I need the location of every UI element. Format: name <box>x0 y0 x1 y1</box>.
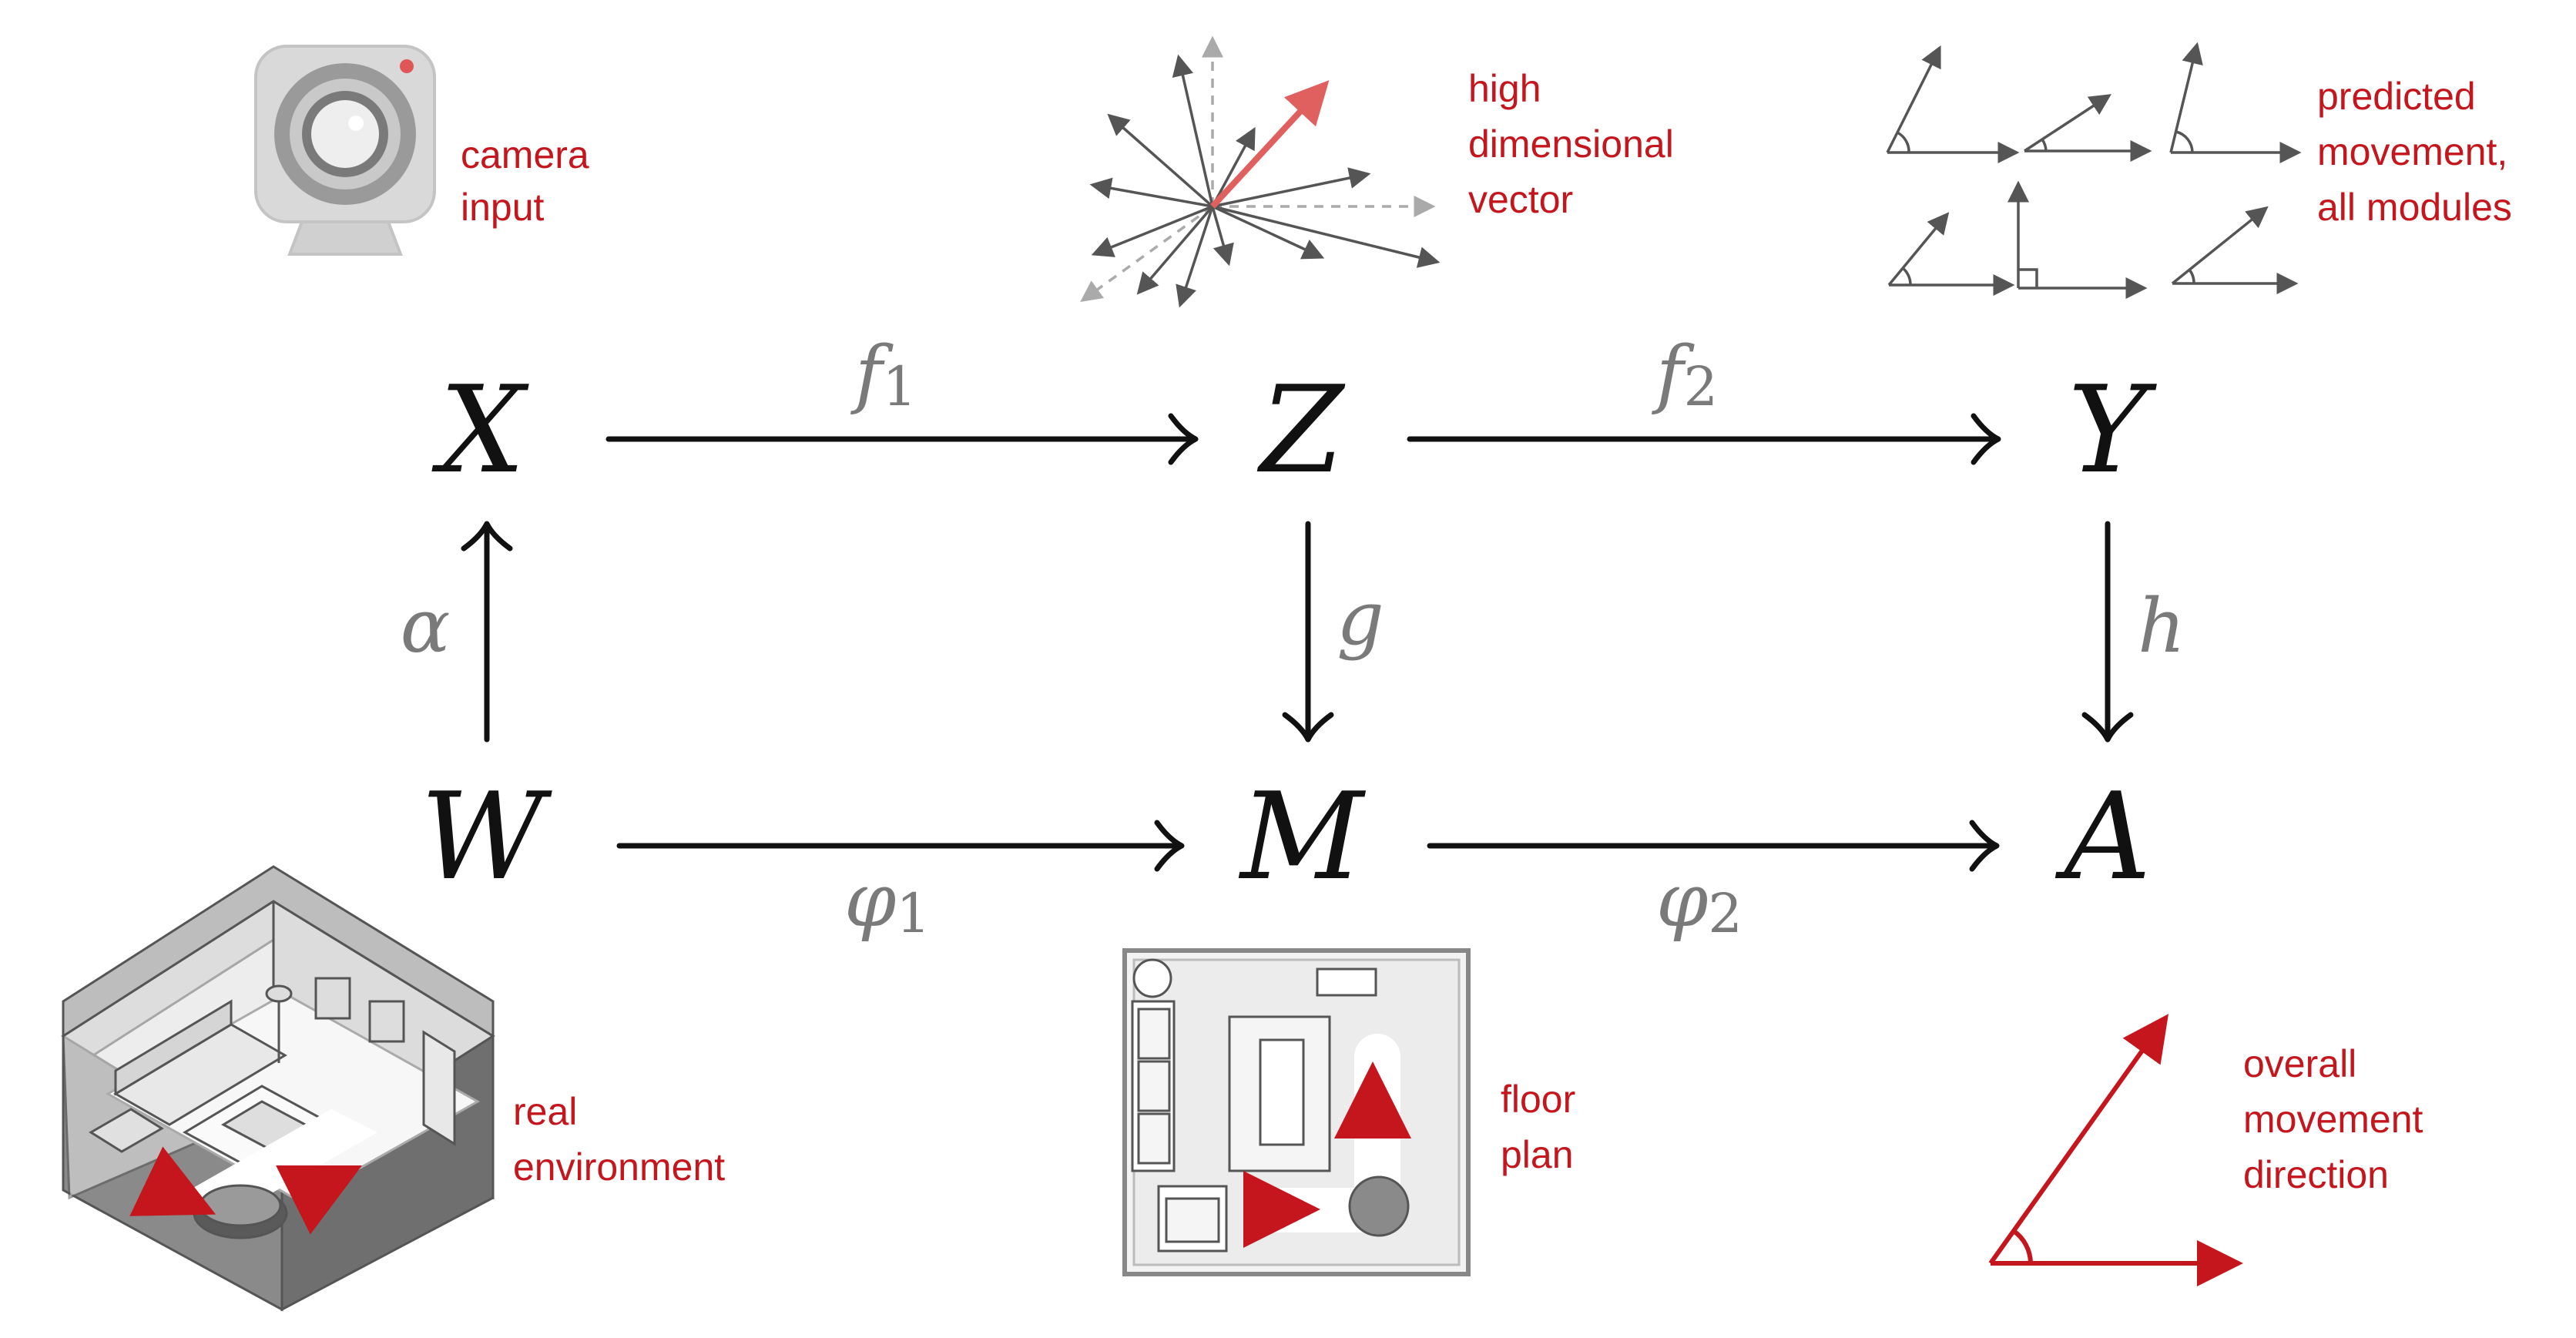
node-Y: Y <box>2068 360 2158 500</box>
real-env-caption: real environment <box>513 1090 725 1189</box>
node-X: X <box>431 360 529 500</box>
label-f2: f2 <box>1652 330 1718 418</box>
predicted-caption: predicted movement, all modules <box>2317 75 2518 229</box>
arrow-f1 <box>605 413 1199 465</box>
label-phi2: φ2 <box>1656 857 1742 945</box>
label-h: h <box>2138 583 2185 669</box>
angle-icons <box>1886 42 2302 299</box>
floor-plan-caption: floor plan <box>1501 1078 1586 1176</box>
label-g: g <box>1337 575 1384 662</box>
camera-caption: camera input <box>461 133 600 229</box>
node-M: M <box>1238 766 1366 907</box>
arrow-h <box>2081 521 2134 743</box>
arrow-f2 <box>1407 413 2001 465</box>
floor-plan-illustration <box>1122 948 1471 1276</box>
overall-caption: overall movement direction <box>2243 1042 2433 1196</box>
overall-direction-icon <box>1988 1014 2243 1286</box>
label-phi1: φ1 <box>844 857 931 945</box>
arrow-phi2 <box>1427 820 2000 872</box>
node-Z: Z <box>1256 360 1346 500</box>
arrow-phi1 <box>616 820 1185 872</box>
node-W: W <box>421 766 552 907</box>
vector-caption: high dimensional vector <box>1468 67 1685 221</box>
arrow-alpha <box>461 521 513 743</box>
camera-icon <box>254 45 436 256</box>
label-alpha: α <box>401 583 451 669</box>
label-f1: f1 <box>850 330 917 418</box>
room-illustration <box>61 865 495 1312</box>
node-A: A <box>2055 766 2152 907</box>
vector-bundle-icon <box>1080 35 1441 308</box>
arrow-g <box>1282 521 1334 743</box>
